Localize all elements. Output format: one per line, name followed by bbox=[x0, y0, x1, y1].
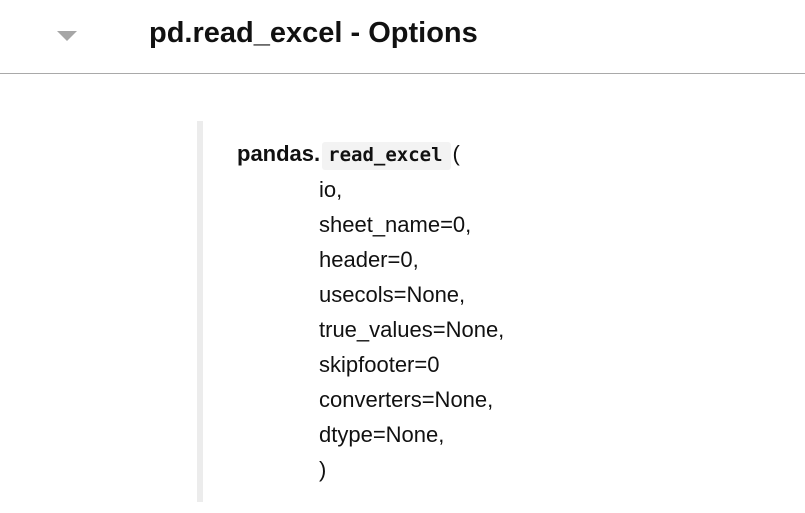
param-dtype: dtype=None, bbox=[319, 422, 445, 447]
param-skipfooter: skipfooter=0 bbox=[319, 352, 440, 377]
function-name-code: read_excel bbox=[322, 142, 451, 170]
param-converters: converters=None, bbox=[319, 387, 494, 412]
collapse-triangle-icon[interactable] bbox=[57, 31, 77, 41]
parameter-list: io, sheet_name=0, header=0, usecols=None… bbox=[319, 176, 504, 491]
section-header: pd.read_excel - Options bbox=[0, 0, 805, 74]
blockquote-bar bbox=[197, 121, 203, 502]
param-true-values: true_values=None, bbox=[319, 317, 505, 342]
open-paren: ( bbox=[452, 141, 460, 166]
param-usecols: usecols=None, bbox=[319, 282, 466, 307]
function-signature: pandas.read_excel( bbox=[237, 141, 460, 170]
module-prefix: pandas. bbox=[237, 141, 321, 166]
section-title: pd.read_excel - Options bbox=[149, 17, 478, 49]
param-io: io, bbox=[319, 177, 343, 202]
param-header: header=0, bbox=[319, 247, 419, 272]
close-paren: ) bbox=[319, 457, 327, 482]
param-sheet-name: sheet_name=0, bbox=[319, 212, 472, 237]
